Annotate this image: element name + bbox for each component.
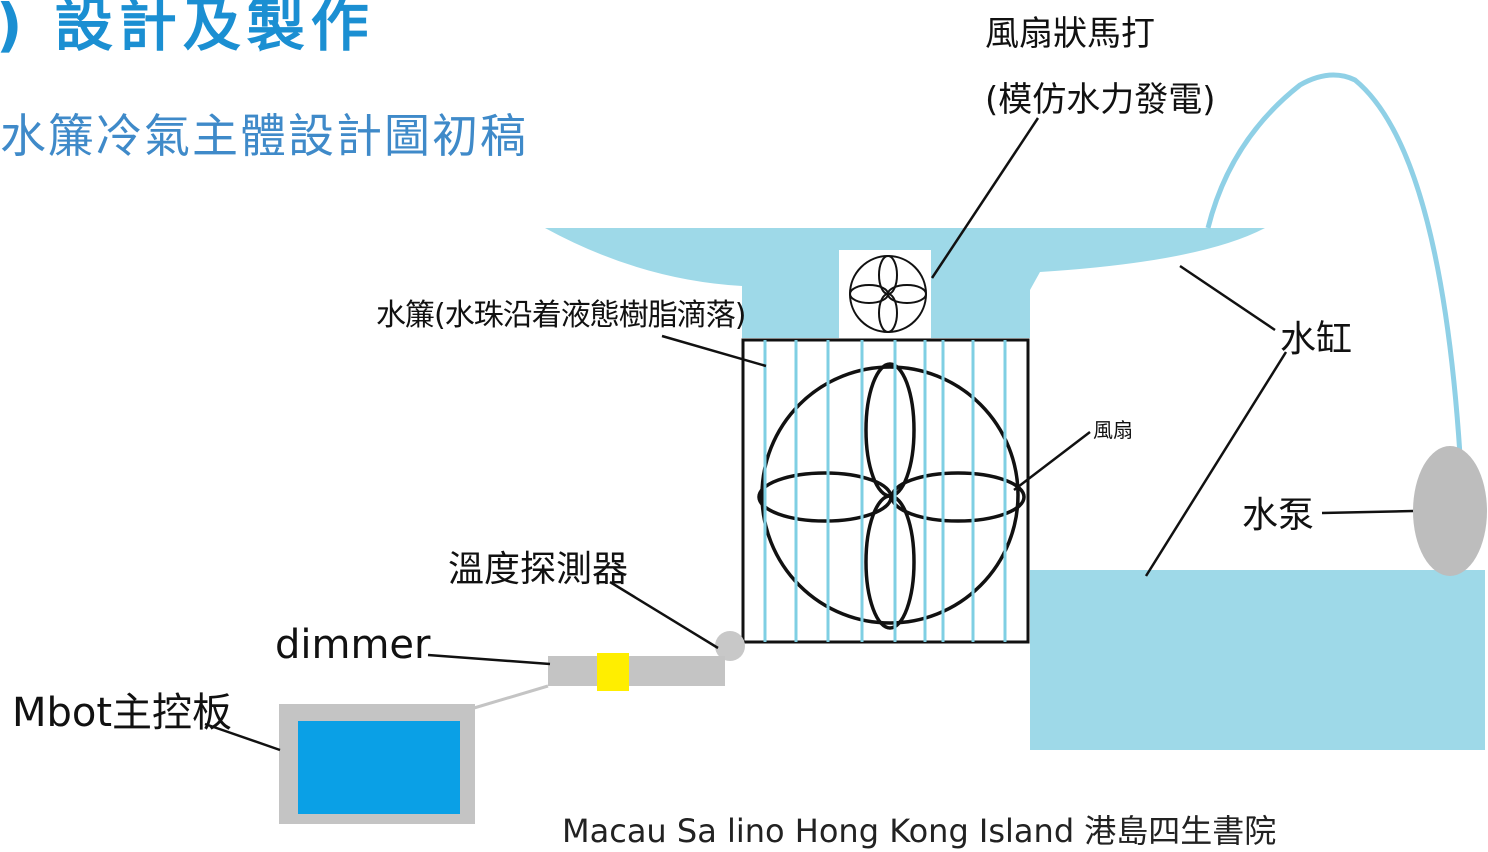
cooler-diagram xyxy=(204,72,1487,824)
water-tank xyxy=(1030,570,1485,750)
label-water-pump: 水泵 xyxy=(1242,495,1315,536)
large-fan-icon xyxy=(757,362,1026,630)
water-pump xyxy=(1413,446,1487,576)
label-mbot-board: Mbot主控板 xyxy=(12,690,233,736)
cooler-frame xyxy=(741,338,1030,644)
label-fan-motor: 風扇狀馬打 xyxy=(985,14,1155,54)
dimmer-wire xyxy=(473,684,549,710)
label-water-tank: 水缸 xyxy=(1280,319,1353,360)
label-fan: 風扇 xyxy=(1093,418,1133,442)
page-title: ) 設計及製作 xyxy=(0,0,375,59)
small-fan-icon xyxy=(849,255,927,333)
leader-lines xyxy=(204,117,1414,752)
dimmer-knob xyxy=(597,653,629,691)
dimmer-body xyxy=(548,656,725,686)
diagram-subtitle: 水簾冷氣主體設計圖初稿 xyxy=(0,109,528,163)
return-pipe xyxy=(1205,72,1463,456)
water-curtain-lines xyxy=(763,340,1007,642)
label-dimmer: dimmer xyxy=(275,622,431,668)
mbot-board-screen xyxy=(298,721,460,814)
label-water-curtain: 水簾(水珠沿着液態樹脂滴落) xyxy=(376,298,746,333)
label-temperature-sensor: 溫度探測器 xyxy=(448,549,629,590)
footer-text: Macau Sa lino Hong Kong Island 港島四生書院 xyxy=(562,812,1277,850)
temperature-sensor xyxy=(715,631,745,661)
label-fan-motor-note: (模仿水力發電) xyxy=(985,80,1216,120)
